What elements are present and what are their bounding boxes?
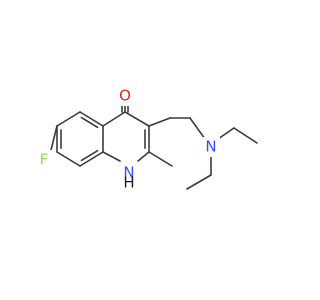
bond-c8-c8a <box>79 151 104 167</box>
bond-c4-c3 <box>124 111 150 127</box>
bond-layer <box>49 103 258 190</box>
fluorine-label: F <box>40 151 49 169</box>
atom-fluorine: F <box>36 150 52 170</box>
bond-c4a-c5 <box>79 111 104 127</box>
molecule-structure: O F N N H <box>36 86 258 192</box>
bond-c2-n1 <box>137 151 150 162</box>
bond-n1-c8a <box>102 151 121 162</box>
ring-nitrogen-label: N <box>123 164 134 182</box>
bond-ethyl1-ch3 <box>233 127 258 144</box>
atom-ring-nitrogen: N H <box>121 164 139 192</box>
atom-oxygen: O <box>116 86 134 106</box>
ring-nh-label: H <box>123 174 134 192</box>
bond-c5-c6 <box>56 111 81 127</box>
bond-n-ethyl1 <box>217 127 235 140</box>
oxygen-label: O <box>119 87 131 105</box>
bond-c2-methyl <box>148 151 173 167</box>
amine-nitrogen-label: N <box>205 138 216 156</box>
bond-c8-c8a-inner <box>80 149 99 162</box>
bond-c4a-c5-inner <box>80 116 99 129</box>
bond-ethyl2-ch3 <box>186 174 212 190</box>
bond-ch2-n <box>189 117 206 140</box>
bond-c3-ch2 <box>148 117 171 127</box>
bond-c6-f <box>49 125 58 155</box>
bond-c4a-c4 <box>102 111 126 127</box>
bond-c7-c8 <box>56 151 81 167</box>
atom-amine-nitrogen: N <box>202 137 220 157</box>
